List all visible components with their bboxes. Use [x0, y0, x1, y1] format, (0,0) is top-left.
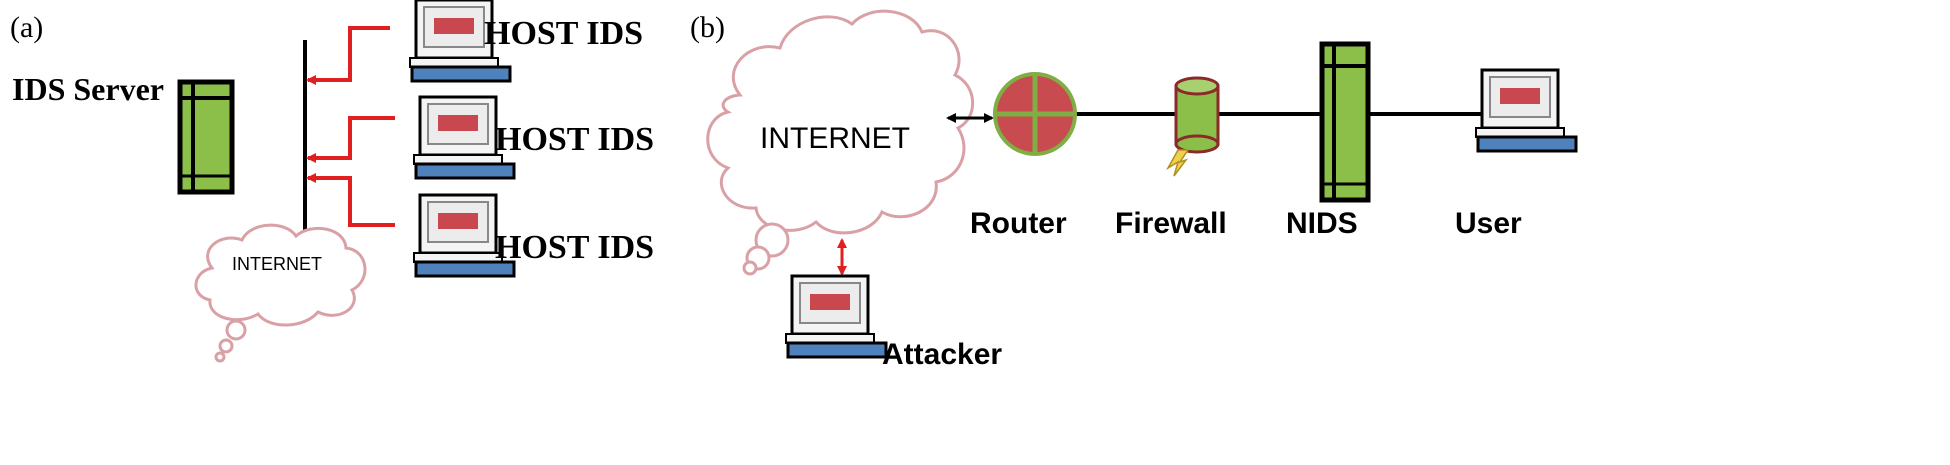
attacker-label: Attacker: [882, 338, 1002, 371]
user-label: User: [1455, 207, 1522, 240]
router-label: Router: [970, 207, 1067, 240]
host-ids-label-2: HOST IDS: [495, 121, 654, 158]
nids-label: NIDS: [1286, 207, 1358, 240]
ids-server-label: IDS Server: [12, 71, 164, 107]
router-icon: [993, 72, 1077, 156]
host-connector-2: [306, 116, 395, 163]
internet-cloud-a: [194, 223, 367, 363]
firewall-label: Firewall: [1115, 207, 1227, 240]
internet-label-a: INTERNET: [232, 254, 322, 274]
host-connectors: [306, 26, 395, 227]
panel-a: (a) IDS Server HOST IDS HOST IDS HOST ID…: [10, 0, 654, 363]
user-computer-icon: [1474, 68, 1578, 153]
nids-icon: [1319, 41, 1371, 203]
internet-cloud-b: [706, 9, 975, 276]
firewall-icon: [1165, 76, 1220, 177]
panel-b-label: (b): [690, 11, 725, 44]
attacker-computer-icon: [784, 274, 888, 359]
internet-label-b: INTERNET: [760, 122, 910, 155]
host-connector-3: [306, 173, 395, 227]
panel-a-label: (a): [10, 11, 43, 44]
host-connector-1: [306, 26, 390, 85]
host-ids-label-3: HOST IDS: [495, 229, 654, 266]
ids-server-icon: [177, 79, 235, 195]
host-ids-label-1: HOST IDS: [484, 15, 643, 52]
panel-b: (b) INTERNET Router Firewall: [690, 9, 1578, 371]
